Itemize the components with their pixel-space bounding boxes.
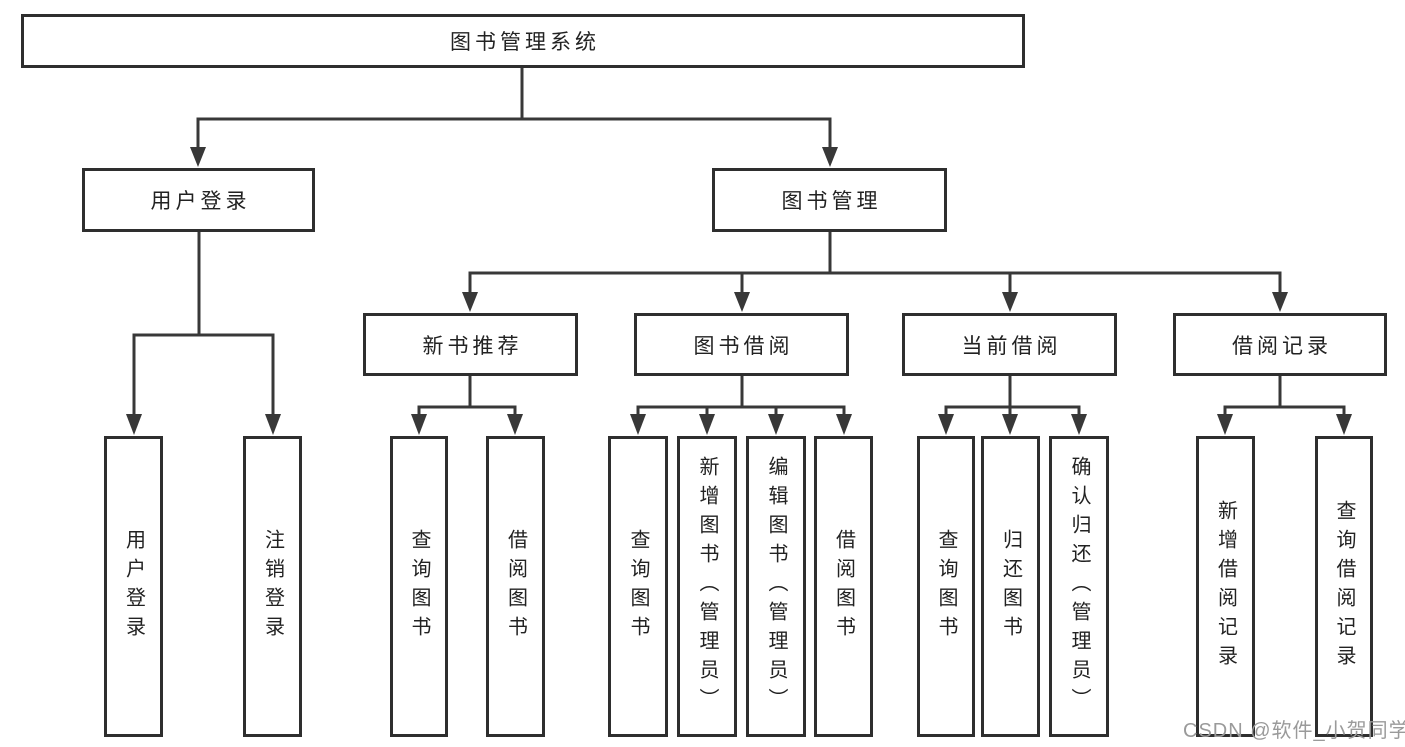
leaf-return-book: 归还图书 — [981, 436, 1040, 737]
leaf-user-login: 用户登录 — [104, 436, 163, 737]
leaf-query-books-3-label: 查询图书 — [935, 528, 957, 645]
leaf-borrow-books-2-label: 借阅图书 — [832, 528, 855, 645]
leaf-logout-label: 注销登录 — [261, 528, 284, 645]
root-node-library-system: 图书管理系统 — [21, 14, 1025, 68]
leaf-borrow-books-2: 借阅图书 — [814, 436, 873, 737]
branch-book-management: 图书管理 — [712, 168, 947, 232]
leaf-edit-book-admin: 编辑图书（管理员） — [746, 436, 806, 737]
leaf-return-book-label: 归还图书 — [999, 528, 1022, 645]
root-node-label: 图书管理系统 — [450, 31, 600, 54]
section-borrow-records-label: 借阅记录 — [1232, 334, 1332, 358]
leaf-add-book-admin: 新增图书（管理员） — [677, 436, 737, 737]
section-borrow-records: 借阅记录 — [1173, 313, 1387, 376]
leaf-query-books-3: 查询图书 — [917, 436, 975, 737]
branch-user-login-label: 用户登录 — [150, 190, 251, 213]
leaf-query-books-1-label: 查询图书 — [408, 528, 430, 645]
leaf-borrow-books-1: 借阅图书 — [486, 436, 545, 737]
section-book-borrow-label: 图书借阅 — [693, 334, 794, 358]
section-new-book-recommend: 新书推荐 — [363, 313, 578, 376]
branch-user-login: 用户登录 — [82, 168, 315, 232]
leaf-borrow-books-1-label: 借阅图书 — [504, 528, 527, 645]
branch-book-management-label: 图书管理 — [781, 190, 882, 213]
leaf-confirm-return-admin-label: 确认归还（管理员） — [1068, 456, 1090, 717]
leaf-add-book-admin-label: 新增图书（管理员） — [696, 456, 718, 717]
section-current-borrow: 当前借阅 — [902, 313, 1117, 376]
leaf-query-borrow-record-label: 查询借阅记录 — [1333, 499, 1355, 674]
section-book-borrow: 图书借阅 — [634, 313, 849, 376]
leaf-logout: 注销登录 — [243, 436, 302, 737]
leaf-user-login-label: 用户登录 — [122, 528, 145, 645]
leaf-query-borrow-record: 查询借阅记录 — [1315, 436, 1373, 737]
leaf-edit-book-admin-label: 编辑图书（管理员） — [765, 456, 787, 717]
leaf-query-books-1: 查询图书 — [390, 436, 448, 737]
leaf-add-borrow-record-label: 新增借阅记录 — [1214, 499, 1237, 674]
section-new-book-recommend-label: 新书推荐 — [422, 334, 523, 358]
leaf-add-borrow-record: 新增借阅记录 — [1196, 436, 1255, 737]
leaf-query-books-2-label: 查询图书 — [627, 528, 649, 645]
csdn-watermark: CSDN @软件_小贺同学 — [1183, 720, 1405, 742]
section-current-borrow-label: 当前借阅 — [961, 334, 1062, 358]
leaf-confirm-return-admin: 确认归还（管理员） — [1049, 436, 1109, 737]
leaf-query-books-2: 查询图书 — [608, 436, 668, 737]
